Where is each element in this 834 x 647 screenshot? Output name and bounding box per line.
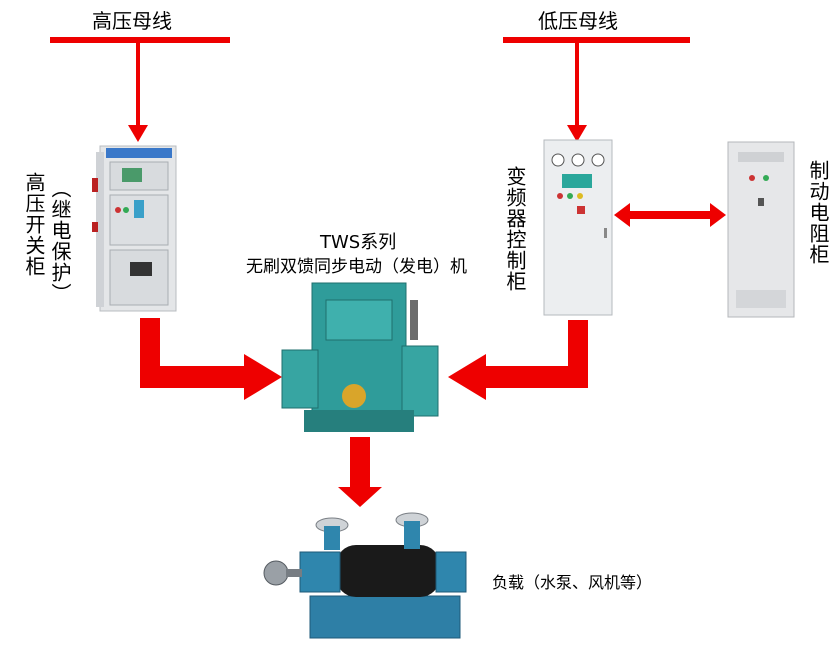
vfd-cabinet-label: 变频器控制柜 xyxy=(503,166,527,292)
braking-resistor-cabinet-label: 制动电阻柜 xyxy=(806,160,830,265)
motor-series-label: TWS系列 xyxy=(320,232,397,253)
relay-protection-label: （继电保护） xyxy=(48,178,72,304)
motor-name-label: 无刷双馈同步电动（发电）机 xyxy=(246,257,467,277)
low-voltage-bus-bar xyxy=(503,37,690,43)
high-voltage-bus-label: 高压母线 xyxy=(92,9,172,33)
low-voltage-bus-label: 低压母线 xyxy=(538,9,618,33)
tws-motor-image xyxy=(281,282,439,432)
vfd-to-motor-arrow xyxy=(448,320,588,400)
lv-bus-feed-arrow xyxy=(567,43,587,142)
vfd-cabinet-image xyxy=(543,139,613,316)
hv-bus-feed-arrow xyxy=(128,43,148,142)
hv-to-motor-arrow xyxy=(140,318,282,400)
vfd-braking-double-arrow xyxy=(614,203,726,227)
hv-switch-cabinet-image xyxy=(92,145,177,312)
high-voltage-bus-bar xyxy=(50,37,230,43)
motor-to-load-arrow xyxy=(338,437,382,507)
hv-switch-cabinet-label: 高压开关柜 xyxy=(22,172,46,277)
braking-resistor-cabinet-image xyxy=(727,141,795,318)
load-label: 负载（水泵、风机等） xyxy=(492,573,653,592)
pump-image xyxy=(263,512,467,639)
